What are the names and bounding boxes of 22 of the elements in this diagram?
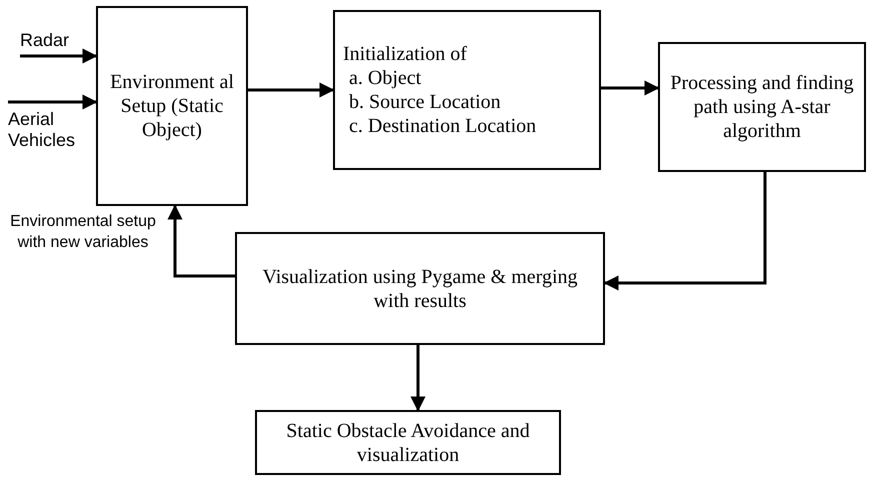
- arrow: [8, 94, 98, 110]
- arrow: [410, 345, 426, 412]
- process-box: [96, 6, 248, 206]
- box-text: Visualization using Pygame & merging with results: [261, 264, 579, 312]
- box-text: Static Obstacle Avoidance and visualization: [285, 418, 531, 466]
- arrow: [168, 204, 235, 278]
- box-text: Environment al Setup (Static Object): [109, 70, 235, 142]
- list-item: a. Object: [348, 66, 422, 90]
- list-item: b. Source Location: [348, 90, 501, 114]
- input-label: Radar: [20, 28, 80, 52]
- process-box: [255, 410, 561, 475]
- arrow: [604, 172, 766, 290]
- list-item: c. Destination Location: [348, 114, 536, 138]
- arrow: [20, 48, 98, 64]
- process-box: [658, 42, 866, 172]
- box-heading: Initialization of: [343, 42, 467, 66]
- process-box: [235, 232, 605, 345]
- box-text: Processing and finding path using A-star algorithm: [669, 71, 855, 143]
- input-label: Aerial Vehicles: [8, 106, 94, 152]
- arrow: [601, 80, 660, 96]
- arrow: [248, 82, 334, 98]
- process-box: [333, 10, 601, 170]
